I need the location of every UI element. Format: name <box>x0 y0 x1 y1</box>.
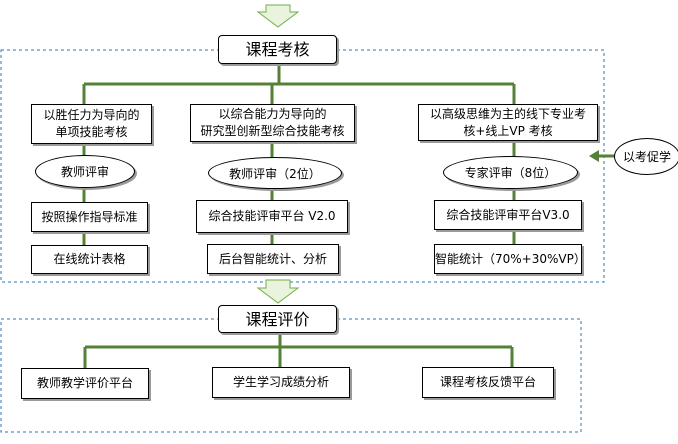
column-3-reviewer: 专家评审（8位） <box>443 156 578 189</box>
top-down-arrow <box>256 4 300 28</box>
evaluation-title: 课程评价 <box>218 305 337 333</box>
evaluation-item-1: 教师教学评价平台 <box>21 368 149 399</box>
column-2-header: 以综合能力为导向的 研究型创新型综合技能考核 <box>190 104 355 142</box>
column-2-reviewer: 教师评审（2位） <box>208 157 342 189</box>
assessment-title: 课程考核 <box>218 35 337 64</box>
column-1-reviewer: 教师评审 <box>35 155 135 188</box>
evaluation-item-3: 课程考核反馈平台 <box>422 367 554 398</box>
column-3-item-1: 综合技能评审平台V3.0 <box>434 200 582 230</box>
column-3-header: 以高级思维为主的线下专业考 核+线上VP 考核 <box>418 104 598 141</box>
column-2-item-2: 后台智能统计、分析 <box>207 244 339 274</box>
column-1-header: 以胜任力为导向的 单项技能考核 <box>31 104 152 144</box>
evaluation-item-2: 学生学习成绩分析 <box>212 367 350 398</box>
column-3-item-2: 智能统计（70%+30%VP） <box>434 244 586 274</box>
column-2-item-1: 综合技能评审平台 V2.0 <box>196 200 348 233</box>
side-arrowhead <box>589 150 599 162</box>
middle-down-arrow <box>256 279 300 304</box>
side-label-ellipse: 以考促学 <box>614 138 678 175</box>
column-1-item-2: 在线统计表格 <box>31 245 148 274</box>
column-1-item-1: 按照操作指导标准 <box>31 202 148 232</box>
